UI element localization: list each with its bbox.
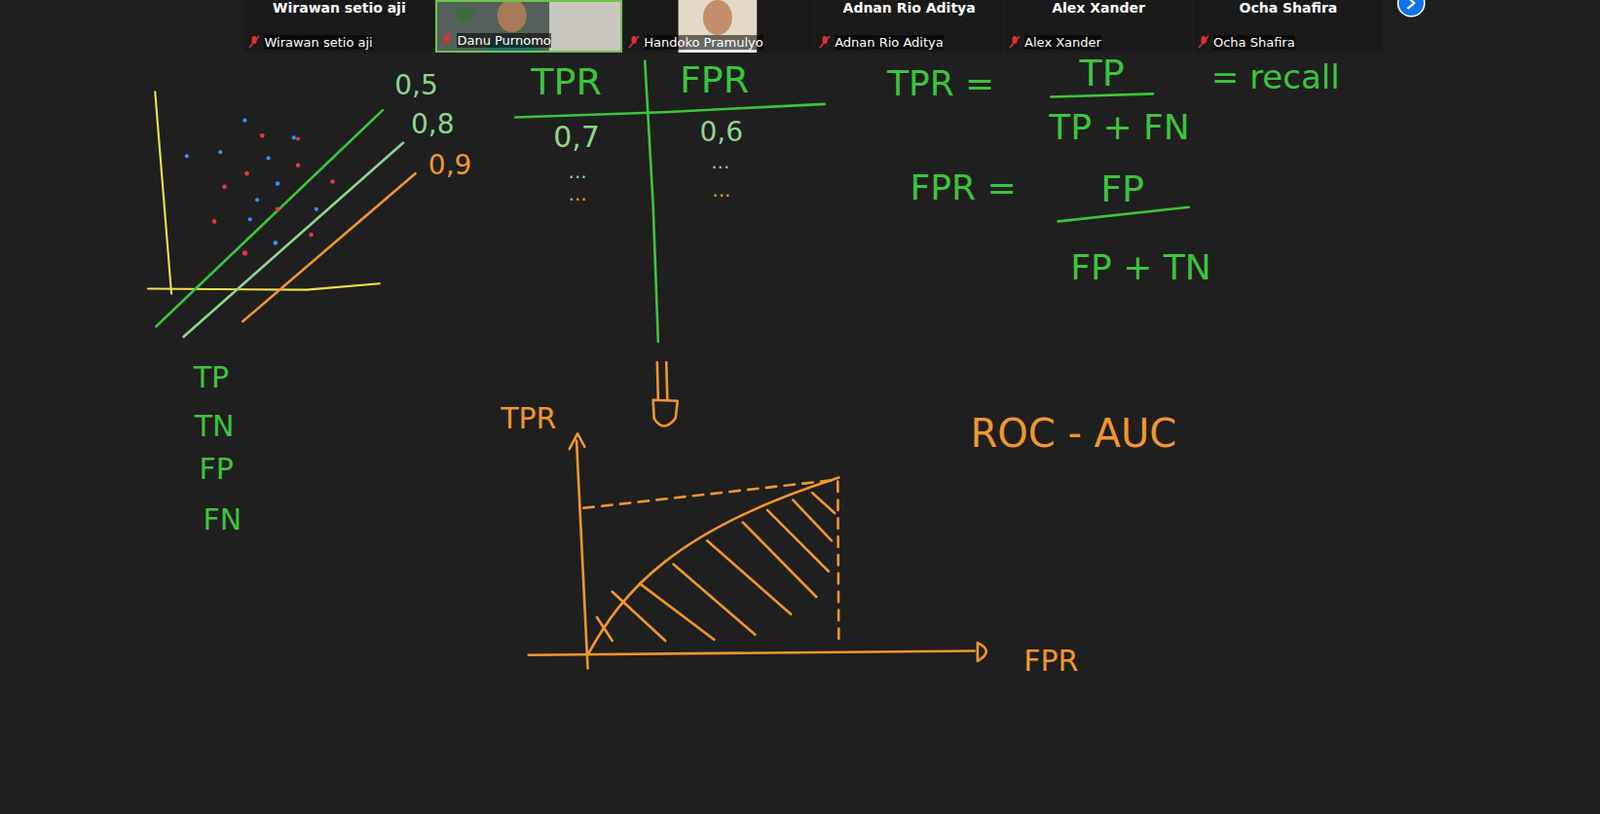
threshold-line [155, 110, 383, 327]
fraction-bar [1050, 93, 1154, 97]
participant-tile: Wirawan setio ajiWirawan setio aji [244, 0, 434, 53]
threshold-line [184, 143, 404, 337]
handwritten-label: 0,8 [410, 111, 455, 139]
auc-hatching [596, 492, 835, 641]
nav-button [1398, 0, 1425, 17]
handwritten-label: TPR [530, 63, 602, 101]
participant-tile: Ocha ShafiraOcha Shafira [1193, 0, 1383, 53]
x-axis [148, 283, 380, 290]
handwritten-label: 0,5 [394, 72, 439, 100]
participant-tile: Danu Purnomo [435, 0, 623, 53]
fraction-bar [1058, 207, 1190, 223]
handwritten-label: ... [711, 180, 731, 200]
handwritten-label: FN [203, 505, 243, 535]
participant-name: Ocha Shafira [1193, 0, 1383, 16]
dashed-guide [583, 479, 839, 508]
handwritten-label: ... [710, 151, 730, 172]
arrow-head [569, 433, 586, 449]
participant-name: Ocha Shafira [1213, 35, 1296, 50]
participant-name: Alex Xander [1024, 35, 1102, 50]
muted-mic-icon [248, 35, 261, 49]
blue-points [185, 118, 319, 246]
handwritten-label: FPR [1023, 646, 1079, 676]
red-points [212, 133, 335, 256]
participant-name: Adnan Rio Aditya [815, 0, 1004, 16]
participant-name: Wirawan setio aji [244, 0, 434, 16]
muted-mic-icon [1008, 35, 1021, 49]
muted-mic-icon [1197, 35, 1210, 49]
nav-chevron [1408, 0, 1414, 8]
table-rule [644, 61, 659, 342]
muted-mic-icon [628, 35, 640, 49]
muted-mic-icon [818, 35, 831, 49]
handwritten-label: TPR = [887, 66, 995, 102]
handwritten-label: ... [568, 184, 588, 204]
table-rule [515, 104, 824, 118]
handwritten-label: FPR [679, 61, 749, 99]
participant-name: Wirawan setio aji [263, 35, 373, 50]
handwritten-label: ROC - AUC [969, 413, 1177, 453]
handwritten-label: FP [198, 454, 233, 484]
participant-tile: Alex XanderAlex Xander [1004, 0, 1192, 53]
arrow-head [977, 642, 987, 662]
participant-name: Danu Purnomo [456, 33, 551, 48]
participant-tile: Adnan Rio AdityaAdnan Rio Aditya [815, 0, 1004, 53]
participant-tile: Handoko Pramulyo [624, 0, 814, 53]
tpr-axis [576, 441, 589, 670]
muted-mic-icon [441, 33, 453, 47]
threshold-line [242, 173, 415, 322]
participant-name: Adnan Rio Aditya [834, 35, 944, 50]
fpr-axis [528, 651, 975, 656]
handwritten-label: ... [568, 161, 588, 182]
down-arrow [653, 362, 678, 426]
handwritten-label: FP [1100, 170, 1145, 208]
handwritten-label: TPR [500, 404, 557, 434]
participant-name: Alex Xander [1004, 0, 1192, 16]
handwritten-label: 0,6 [700, 118, 745, 147]
participant-name: Handoko Pramulyo [643, 35, 763, 50]
handwritten-label: = recall [1211, 60, 1340, 94]
handwritten-label: FPR = [910, 170, 1017, 206]
handwritten-label: 0,9 [428, 151, 473, 180]
handwritten-label: TP + FN [1048, 110, 1190, 146]
dashed-guide [837, 482, 839, 646]
handwritten-label: 0,7 [553, 122, 600, 152]
handwritten-label: TP [193, 363, 229, 393]
handwritten-label: FP + TN [1070, 250, 1211, 286]
handwritten-label: TP [1079, 54, 1125, 92]
y-axis [154, 91, 172, 294]
handwritten-label: TN [194, 411, 235, 442]
